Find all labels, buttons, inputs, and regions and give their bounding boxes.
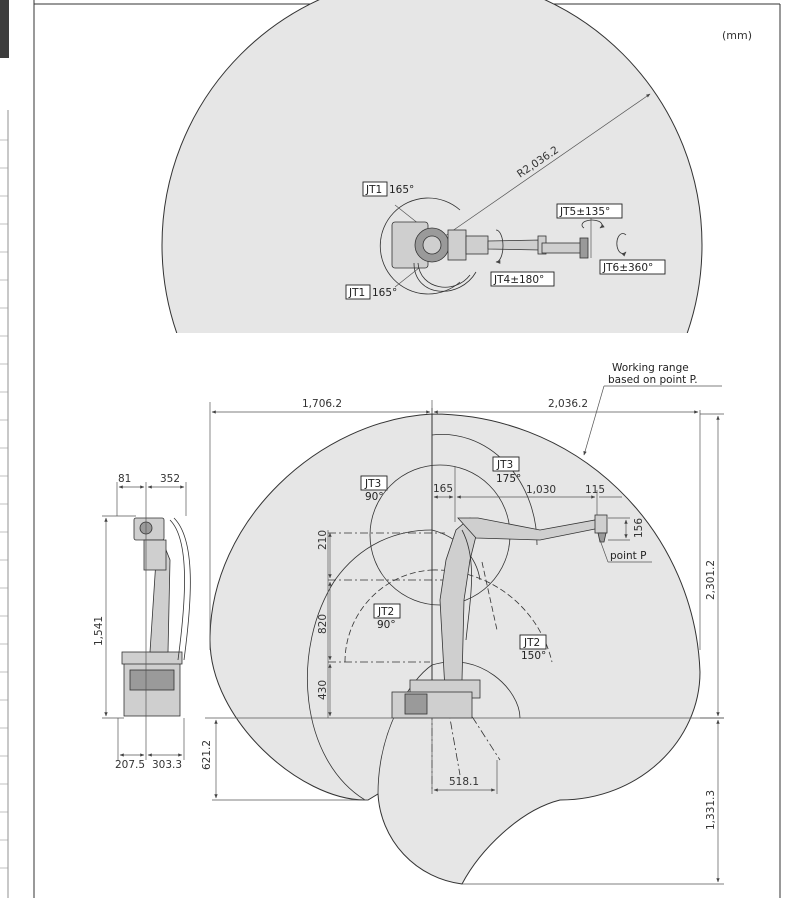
dim-wrist-115: 115 [585, 484, 605, 496]
jt6-label: JT6±360° [602, 262, 653, 274]
front-robot-illustration [121, 517, 191, 717]
top-radius-line [431, 93, 651, 246]
unit-label: (mm) [722, 29, 752, 42]
working-range-line1: Working range [612, 362, 689, 374]
dim-wrist-156: 156 [633, 518, 645, 538]
jt2-front-box: JT2 [523, 637, 540, 649]
jt4-label: JT4±180° [493, 274, 544, 286]
working-range-line2: based on point P. [608, 374, 698, 386]
jt2-rear-value: 90° [377, 619, 396, 631]
page-edge-ticks [0, 139, 8, 869]
dim-offset-165: 165 [433, 483, 453, 495]
dim-arm-1030: 1,030 [526, 484, 556, 496]
jt3-upper-box: JT3 [496, 459, 513, 471]
jt6-rotation-mark [616, 233, 627, 257]
dim-1541: 1,541 [93, 616, 105, 646]
dim-210: 210 [317, 530, 329, 550]
dim-rear-reach: 1,706.2 [302, 398, 342, 410]
dim-518: 518.1 [449, 776, 479, 788]
dim-820: 820 [317, 614, 329, 634]
dim-81: 81 [118, 473, 131, 485]
jt4-rotation-mark [495, 229, 504, 264]
jt2-front-value: 150° [521, 650, 546, 662]
side-tab [0, 0, 9, 58]
jt5-label: JT5±135° [559, 206, 610, 218]
jt1-lower-value: 165° [372, 287, 397, 299]
top-robot-illustration [391, 221, 589, 292]
front-view: 81 352 1,541 207.5 303.3 [93, 473, 191, 771]
point-p-label: point P [610, 550, 646, 562]
jt5-rotation-mark [581, 219, 605, 229]
dim-352: 352 [160, 473, 180, 485]
dim-303: 303.3 [152, 759, 182, 771]
top-view: R2,036.2 JT1 165° JT1 165° [161, 0, 703, 333]
side-view: point P Working range based on point P. … [201, 362, 724, 885]
jt1-upper-box: JT1 [365, 184, 382, 196]
jt1-rotation-arc [379, 197, 461, 295]
dim-207: 207.5 [115, 759, 145, 771]
dim-below-1331: 1,331.3 [705, 790, 717, 830]
jt1-lower-box: JT1 [348, 287, 365, 299]
jt3-upper-value: 175° [496, 473, 521, 485]
dim-430: 430 [317, 680, 329, 700]
side-robot-illustration [391, 514, 608, 719]
jt3-rear-value: 90° [365, 491, 384, 503]
jt3-rear-box: JT3 [364, 478, 381, 490]
jt1-upper-value: 165° [389, 184, 414, 196]
jt2-rear-box: JT2 [377, 606, 394, 618]
dim-front-reach: 2,036.2 [548, 398, 588, 410]
dim-below-621: 621.2 [201, 740, 213, 770]
jt2-rear-arc [344, 569, 433, 663]
dim-total-height: 2,301.2 [705, 560, 717, 600]
